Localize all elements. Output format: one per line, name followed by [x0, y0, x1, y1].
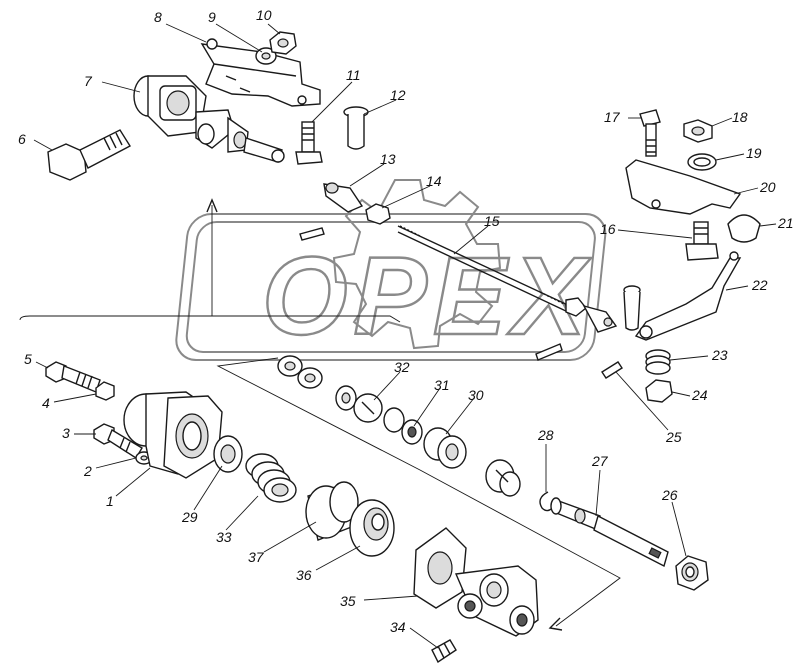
label-part-17: 17: [604, 109, 621, 125]
label-part-24: 24: [691, 387, 708, 403]
label-part-25: 25: [665, 429, 682, 445]
label-part-6: 6: [18, 131, 26, 147]
lower-arrow-head: [548, 617, 563, 631]
part-5-bolt: [45, 361, 101, 393]
watermark-text: OPEX: [262, 235, 592, 358]
part-34-screw: [431, 639, 457, 664]
label-part-35: 35: [340, 593, 356, 609]
assembly-lines: [19, 198, 621, 631]
label-part-23: 23: [711, 347, 728, 363]
label-part-13: 13: [380, 151, 396, 167]
label-part-3: 3: [62, 425, 70, 441]
upper-bracket-line: [19, 315, 401, 323]
label-part-27: 27: [591, 453, 609, 469]
watermark: OPEX: [175, 179, 607, 361]
label-part-12: 12: [390, 87, 406, 103]
part-18-nut: [683, 119, 713, 143]
label-part-34: 34: [390, 619, 406, 635]
label-part-32: 32: [394, 359, 410, 375]
part-19-washer: [687, 153, 717, 171]
label-part-37: 37: [248, 549, 265, 565]
part-3-bolt: [93, 423, 143, 459]
label-part-21: 21: [777, 215, 794, 231]
part-30-32-stack: [335, 385, 467, 469]
label-part-28: 28: [537, 427, 554, 443]
label-part-8: 8: [154, 9, 162, 25]
label-part-26: 26: [661, 487, 678, 503]
part-23-spring: [645, 349, 671, 375]
label-part-2: 2: [83, 463, 92, 479]
part-22-lever: [634, 251, 742, 341]
label-part-14: 14: [426, 173, 442, 189]
part-11-bolt: [295, 121, 323, 165]
part-25-cotter-pin: [601, 361, 623, 379]
cotter-pin-middle: [535, 343, 563, 361]
pin-near-lever: [623, 285, 641, 331]
part-21-knob: [727, 214, 761, 243]
label-part-20: 20: [759, 179, 776, 195]
part-8-bracket: [200, 38, 321, 107]
label-part-19: 19: [746, 145, 762, 161]
label-part-16: 16: [600, 221, 616, 237]
label-part-7: 7: [84, 73, 93, 89]
part-9-washer: [255, 47, 277, 65]
watermark-frame-inner: [185, 221, 596, 353]
part-24-nut: [645, 379, 673, 403]
part-number-labels: 1 2 3 4 5 6 7 8 9 10 11 12 13 14 15 16 1…: [18, 7, 794, 635]
vertical-arrow-head: [206, 198, 218, 213]
part-14-nut: [365, 203, 391, 225]
label-part-31: 31: [434, 377, 450, 393]
part-15-rod: [397, 225, 618, 333]
part-20-bracket: [625, 159, 742, 215]
cotter-pin-upper: [299, 227, 325, 241]
label-part-33: 33: [216, 529, 232, 545]
part-16-bolt: [685, 221, 719, 261]
part-33-spring: [245, 453, 297, 503]
part-1-housing: [123, 391, 223, 479]
part-35-valve-body: [413, 527, 539, 637]
watermark-gear: [332, 179, 502, 350]
label-part-29: 29: [181, 509, 198, 525]
part-29-disc: [213, 435, 243, 473]
part-6-bolt: [47, 129, 131, 181]
label-part-1: 1: [106, 493, 114, 509]
part-17-bolt: [639, 109, 661, 157]
label-part-30: 30: [468, 387, 484, 403]
lower-assembly-line: [216, 357, 621, 627]
sleeve-part: [485, 459, 521, 497]
part-10-nut: [269, 31, 297, 55]
part-27-plunger: [550, 497, 669, 568]
part-7-valve-body: [133, 75, 285, 163]
part-36-disc: [349, 499, 395, 557]
label-part-22: 22: [751, 277, 768, 293]
leader-lines: [33, 23, 777, 649]
label-part-4: 4: [42, 395, 50, 411]
watermark-frame-outer: [175, 213, 607, 361]
part-26-plug: [675, 555, 709, 591]
part-12-pin: [343, 106, 369, 150]
label-part-5: 5: [24, 351, 32, 367]
part-13-clevis: [323, 182, 364, 213]
label-part-9: 9: [208, 9, 216, 25]
label-part-18: 18: [732, 109, 748, 125]
part-4-nut: [95, 381, 115, 401]
washer-row-upper: [277, 355, 323, 389]
label-part-36: 36: [296, 567, 312, 583]
label-part-11: 11: [346, 67, 361, 83]
label-part-15: 15: [484, 213, 500, 229]
label-part-10: 10: [256, 7, 272, 23]
part-28-clip: [539, 491, 555, 512]
